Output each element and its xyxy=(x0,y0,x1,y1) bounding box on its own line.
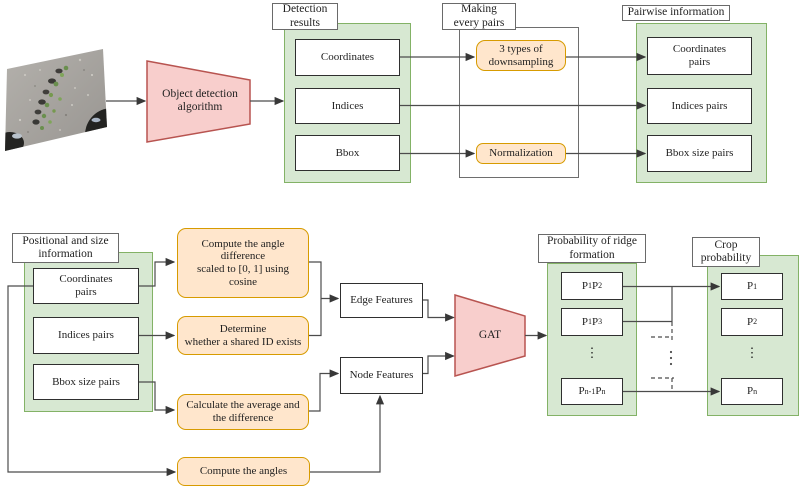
object-detection-label: Object detection algorithm xyxy=(162,87,238,113)
box-bbox-size-pairs: Bbox size pairs xyxy=(647,135,752,172)
crop-probability-title: Crop probability xyxy=(692,237,760,267)
pn-base: P xyxy=(746,385,754,398)
ridge-ellipsis: ⋮ xyxy=(585,345,599,361)
box-coordinates-pairs: Coordinates pairs xyxy=(647,37,752,75)
p2-base: P xyxy=(746,315,754,328)
p1p3-base1: P xyxy=(581,315,588,328)
p1p3-base2: P xyxy=(592,315,599,328)
field-photo xyxy=(5,49,107,151)
p1-base: P xyxy=(746,280,754,293)
p1p2-base2: P xyxy=(592,279,599,292)
gat-label: GAT xyxy=(478,329,502,342)
arrow-bboxpairs-to-average xyxy=(139,381,176,415)
ellipsis-dashed-lines xyxy=(651,322,674,391)
making-every-pairs-frame xyxy=(459,27,579,178)
box-coordinates: Coordinates xyxy=(295,39,400,76)
box-downsampling: 3 types of downsampling xyxy=(476,40,566,71)
box-normalization: Normalization xyxy=(476,143,566,164)
box-indices-pairs: Indices pairs xyxy=(647,88,752,124)
pn1pn-base1: P xyxy=(578,385,585,398)
box-indices-pairs-2: Indices pairs xyxy=(33,317,139,354)
ridge-probability-title: Probability of ridge formation xyxy=(538,234,646,263)
connectors xyxy=(7,52,721,477)
making-every-pairs-title: Making every pairs xyxy=(442,3,516,30)
arrow-average-to-node-features xyxy=(309,369,340,412)
line-p1p3-join xyxy=(623,286,673,323)
box-node-features: Node Features xyxy=(340,357,423,394)
ellipsis-dots xyxy=(669,350,673,366)
box-average-difference: Calculate the average and the difference xyxy=(177,394,309,430)
positional-info-title: Positional and size information xyxy=(12,233,119,263)
pairwise-information-title: Pairwise information xyxy=(622,5,730,21)
box-bbox: Bbox xyxy=(295,135,400,171)
box-indices: Indices xyxy=(295,88,400,124)
detection-results-title: Detection results xyxy=(272,3,338,30)
arrow-coordpairs-to-angle-difference xyxy=(139,257,176,287)
p1p2-base1: P xyxy=(581,279,588,292)
arrow-coordpairs-to-compute-angles xyxy=(7,285,177,477)
arrow-compute-angles-to-node-features xyxy=(310,394,385,473)
arrow-node-features-to-gat xyxy=(423,351,455,375)
box-shared-id: Determine whether a shared ID exists xyxy=(177,316,309,355)
box-coordinates-pairs-2: Coordinates pairs xyxy=(33,268,139,304)
box-angle-difference: Compute the angle difference scaled to [… xyxy=(177,228,309,298)
arrow-edge-features-to-gat xyxy=(423,299,455,322)
edge-merge-line xyxy=(309,261,322,337)
crop-ellipsis: ⋮ xyxy=(745,345,759,361)
box-compute-angles: Compute the angles xyxy=(177,457,310,486)
object-detection-trapezoid xyxy=(146,60,251,143)
box-bbox-size-pairs-2: Bbox size pairs xyxy=(33,364,139,400)
box-edge-features: Edge Features xyxy=(340,283,423,318)
gat-trapezoid xyxy=(454,293,526,377)
pn1pn-base2: P xyxy=(595,385,602,398)
